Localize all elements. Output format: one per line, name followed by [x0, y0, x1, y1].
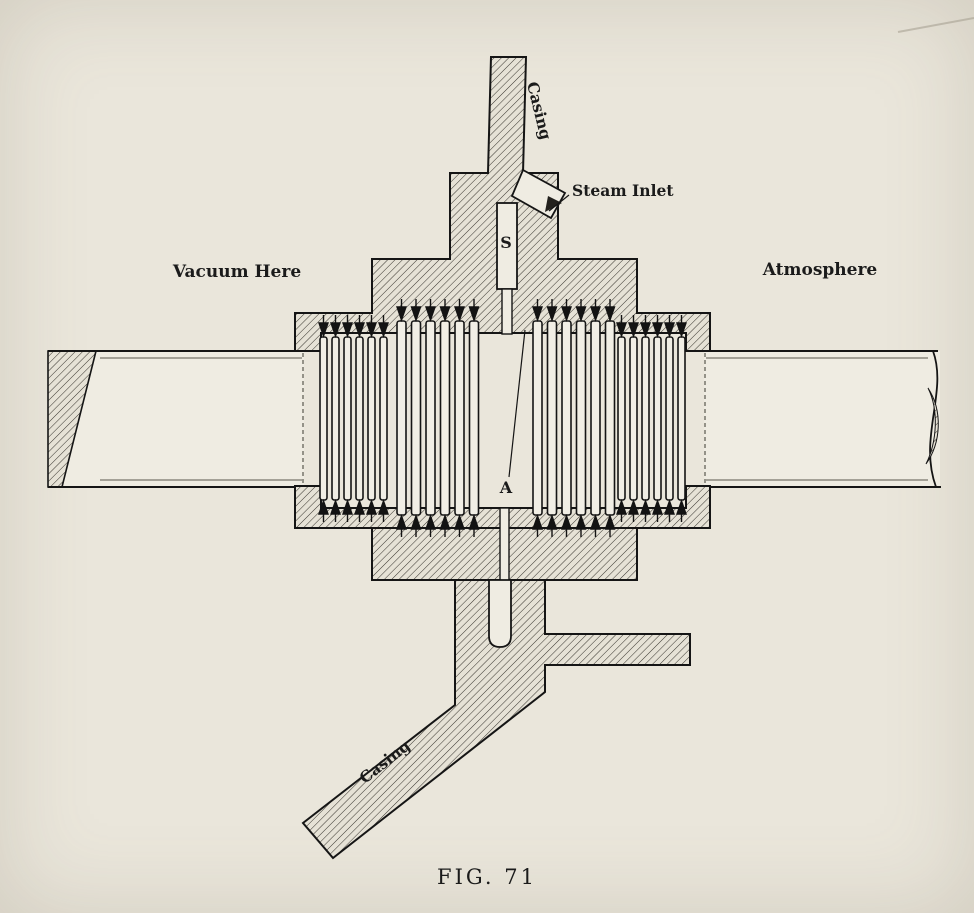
shaft-right-break-hatch: [925, 387, 939, 465]
page-crease: [897, 17, 974, 33]
steam-inlet-leader-line: [548, 194, 570, 212]
flow-arrow-down: [425, 299, 436, 323]
flow-arrow-up: [378, 498, 389, 522]
labyrinth-rings: [319, 320, 686, 516]
flow-arrow-up: [664, 498, 675, 522]
flow-arrow-down: [366, 315, 377, 339]
label-casing-top: Casing: [523, 80, 556, 142]
label-vacuum-here: Vacuum Here: [172, 262, 301, 282]
flow-arrow-up: [318, 498, 329, 522]
flow-arrow-up: [454, 513, 465, 537]
flow-arrow-down: [330, 315, 341, 339]
flow-arrow-down: [354, 315, 365, 339]
gland-ring: [590, 320, 601, 516]
gland-ring: [617, 336, 626, 501]
flow-arrow-up: [439, 513, 451, 537]
flow-arrow-down: [664, 315, 675, 339]
flow-arrow-down: [454, 299, 465, 323]
flow-arrow-up: [604, 513, 616, 537]
flow-arrow-down: [378, 315, 389, 339]
flow-arrow-up: [616, 498, 627, 522]
steam-flow-arrows: [318, 299, 687, 537]
gland-ring: [367, 336, 376, 501]
gland-ring: [653, 336, 662, 501]
shaft-right-segment: [704, 351, 940, 487]
flow-arrow-up: [410, 513, 422, 537]
flow-arrow-down: [342, 315, 353, 339]
shaft: [47, 350, 941, 488]
flow-arrow-down: [640, 315, 651, 339]
steam-inlet-nozzle: [545, 196, 562, 212]
gland-ring: [629, 336, 638, 501]
gland-ring: [575, 320, 587, 516]
gland-ring: [396, 320, 407, 516]
gland-ring: [532, 320, 543, 516]
flow-arrow-down: [590, 299, 601, 323]
gland-ring: [343, 336, 352, 501]
gland-ring: [379, 336, 388, 501]
label-steam-inlet: Steam Inlet: [572, 181, 674, 200]
flow-arrow-up: [640, 498, 651, 522]
shaft-right-break: [929, 350, 939, 488]
flow-arrow-down: [546, 299, 558, 323]
flow-arrow-down: [575, 299, 587, 323]
flow-arrow-down: [318, 315, 329, 339]
gland-ring: [604, 320, 616, 516]
flow-arrow-down: [396, 299, 407, 323]
flow-arrow-up: [652, 498, 663, 522]
chamber-a-leader-line: [508, 329, 526, 478]
flow-arrow-up: [330, 498, 341, 522]
casing-bottom-pipe: [301, 579, 691, 860]
flow-arrow-up: [342, 498, 353, 522]
flow-arrow-down: [652, 315, 663, 339]
gland-ring: [439, 320, 451, 516]
label-chamber-a: A: [499, 478, 513, 497]
flow-arrow-up: [425, 513, 436, 537]
gland-ring: [561, 320, 572, 516]
flow-arrow-up: [590, 513, 601, 537]
gland-ring: [454, 320, 465, 516]
flow-arrow-down: [676, 315, 687, 339]
flow-arrow-up: [575, 513, 587, 537]
flow-arrow-up: [532, 513, 543, 537]
flow-arrow-up: [468, 513, 480, 537]
gland-ring: [319, 336, 328, 501]
gland-ring: [546, 320, 558, 516]
flow-arrow-down: [561, 299, 572, 323]
flow-arrow-down: [468, 299, 480, 323]
hidden-shaft-edge-dashes: [302, 353, 706, 485]
flow-arrow-down: [532, 299, 543, 323]
figure-caption: FIG. 71: [437, 865, 537, 889]
flow-arrow-up: [676, 498, 687, 522]
gland-ring: [425, 320, 436, 516]
gland-ring: [331, 336, 340, 501]
flow-arrow-up: [354, 498, 365, 522]
gland-ring: [665, 336, 674, 501]
label-steam-chamber-s: S: [500, 233, 512, 252]
flow-arrow-down: [410, 299, 422, 323]
casing-top-section: [294, 56, 711, 352]
flow-arrow-down: [628, 315, 639, 339]
gland-ring: [468, 320, 480, 516]
flow-arrow-down: [604, 299, 616, 323]
flow-arrow-up: [628, 498, 639, 522]
flow-arrow-up: [396, 513, 407, 537]
gland-ring: [410, 320, 422, 516]
casing-bottom-section: [294, 485, 711, 860]
gland-ring: [355, 336, 364, 501]
flow-arrow-down: [439, 299, 451, 323]
gland-ring: [641, 336, 650, 501]
flow-arrow-down: [616, 315, 627, 339]
label-atmosphere: Atmosphere: [762, 260, 878, 280]
steam-feed-passage: [501, 288, 513, 335]
flow-arrow-up: [561, 513, 572, 537]
drain-passage-slot: [488, 579, 512, 648]
flow-arrow-up: [546, 513, 558, 537]
drain-passage-thin: [499, 507, 510, 583]
gland-ring: [677, 336, 686, 501]
flow-arrow-up: [366, 498, 377, 522]
